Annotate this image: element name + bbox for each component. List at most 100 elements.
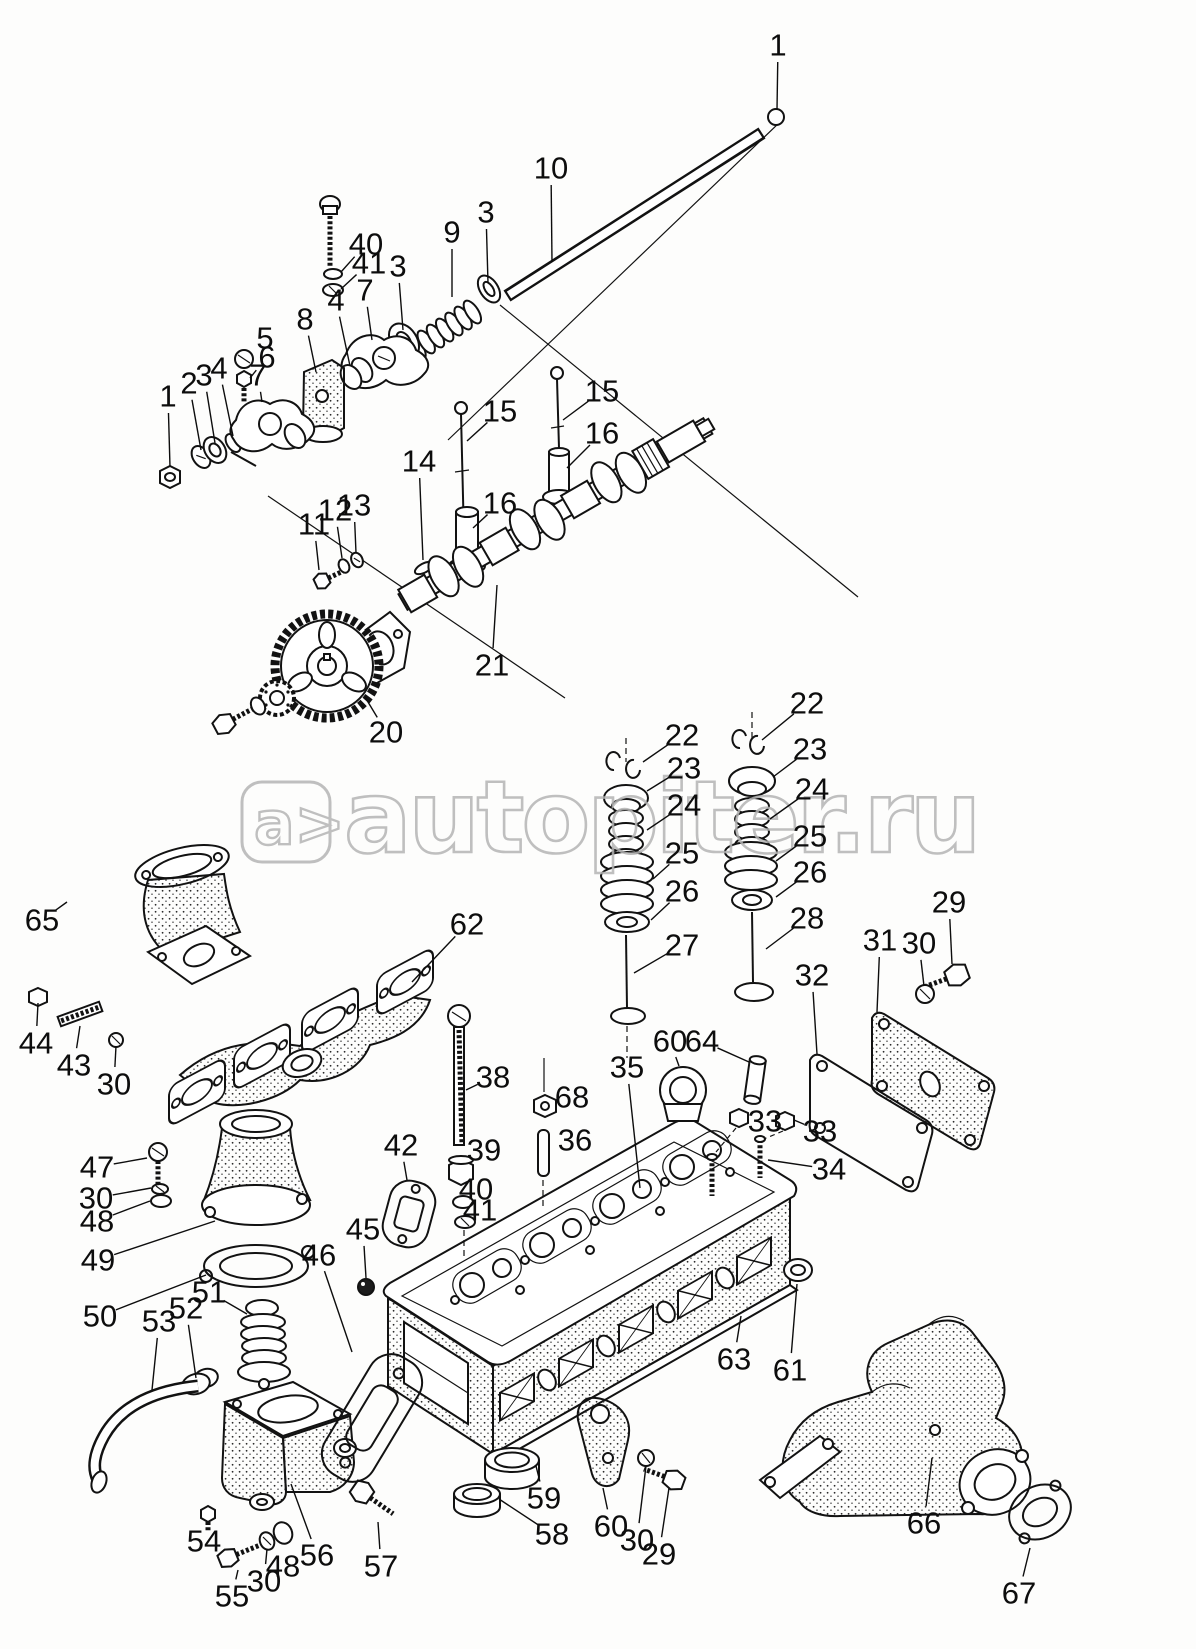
outer-spring-25 [724, 841, 778, 891]
leader-line-62 [411, 935, 456, 983]
callout-7: 7 [249, 358, 266, 393]
nut-39 [448, 1155, 474, 1187]
lifting-eye-60 [576, 1396, 631, 1487]
nut-33 [775, 1110, 795, 1132]
callout-13: 13 [337, 488, 371, 523]
check-ball-45 [357, 1278, 375, 1296]
callout-42: 42 [384, 1128, 418, 1163]
callout-30: 30 [247, 1564, 281, 1599]
leader-line-56 [290, 1483, 312, 1540]
leader-line-20 [364, 696, 378, 718]
leader-line-2 [191, 399, 202, 451]
leader-line-29 [660, 1487, 670, 1538]
callout-31: 31 [863, 923, 897, 958]
callout-62: 62 [450, 907, 484, 942]
exhaust-manifold-62 [168, 949, 434, 1125]
callout-1: 1 [769, 28, 786, 63]
leader-line-57 [377, 1521, 381, 1550]
callout-66: 66 [907, 1506, 941, 1541]
leader-line-28 [765, 927, 794, 950]
callout-22: 22 [790, 686, 824, 721]
valve-seat [669, 1154, 695, 1180]
callout-24: 24 [795, 772, 829, 807]
callout-35: 35 [610, 1050, 644, 1085]
side-cover-31 [870, 1011, 996, 1151]
callout-58: 58 [535, 1517, 569, 1552]
callout-36: 36 [558, 1123, 592, 1158]
callout-29: 29 [932, 885, 966, 920]
washer-3 [476, 274, 502, 304]
callout-56: 56 [300, 1538, 334, 1573]
callout-14: 14 [402, 444, 436, 479]
valve-seat [632, 1179, 652, 1199]
callout-60: 60 [653, 1024, 687, 1059]
ring-58 [453, 1483, 501, 1518]
washer-40 [452, 1195, 474, 1209]
valve-keeper-22 [605, 751, 621, 772]
leader-line-7 [259, 391, 263, 403]
water-pipe-53 [88, 1379, 199, 1494]
head-stud-34 [754, 1135, 766, 1178]
callout-59: 59 [527, 1481, 561, 1516]
callout-50: 50 [83, 1299, 117, 1334]
valve-27 [610, 934, 646, 1058]
spring-retainer-23 [603, 784, 649, 814]
leader-line-35 [628, 1083, 641, 1189]
washer-48 [150, 1194, 172, 1208]
leader-line-8 [307, 335, 317, 373]
callout-9: 9 [443, 215, 460, 250]
leader-line-4 [338, 316, 351, 367]
leader-line-12 [336, 526, 343, 559]
leader-line-11 [315, 540, 320, 571]
leader-line-38 [465, 1083, 478, 1091]
leader-line-49 [113, 1220, 216, 1256]
leader-line-1 [167, 412, 171, 468]
leader-line-14 [418, 477, 424, 561]
valve-seal-26 [731, 889, 773, 911]
elbow-flange [146, 924, 252, 986]
leader-line-31 [876, 956, 880, 1013]
leader-line-30 [114, 1045, 117, 1068]
leader-line-26 [775, 881, 797, 898]
leader-line-64 [717, 1047, 750, 1063]
leader-line-45 [363, 1245, 367, 1279]
leader-line-59 [535, 1465, 541, 1482]
leader-line-50 [115, 1274, 207, 1311]
spring-seat-26 [604, 911, 650, 933]
head-stud-set [357, 1004, 557, 1296]
callout-16: 16 [585, 416, 619, 451]
head-side-port [677, 1269, 713, 1321]
bolt-55 [216, 1542, 261, 1568]
callout-26: 26 [793, 855, 827, 890]
ball-end-1 [767, 108, 785, 126]
watermark-logo-box [240, 780, 332, 864]
manifold-end-flange [758, 1434, 842, 1500]
callout-4: 4 [327, 283, 344, 318]
callout-29: 29 [642, 1537, 676, 1572]
washer-12 [337, 558, 351, 574]
callout-25: 25 [793, 819, 827, 854]
callout-32: 32 [795, 958, 829, 993]
callout-49: 49 [81, 1243, 115, 1278]
leader-line-67 [1022, 1547, 1031, 1577]
callout-26: 26 [665, 874, 699, 909]
side-gasket-46 [320, 1353, 424, 1483]
leader-line-43 [75, 1025, 81, 1049]
leader-line-30 [920, 959, 925, 987]
bolt-47 [148, 1142, 168, 1184]
valve-keeper-22 [625, 758, 641, 779]
leader-line-25 [652, 863, 670, 880]
leader-line-30 [112, 1187, 152, 1196]
head-side-port [736, 1235, 772, 1287]
leader-line-47 [113, 1157, 148, 1165]
valve-keeper-22 [731, 729, 747, 750]
bolt-29 [643, 1466, 687, 1491]
callout-7: 7 [356, 273, 373, 308]
intake-manifold-66 [758, 1315, 1032, 1518]
water-outlet-49 [201, 1109, 312, 1226]
leader-line-55 [235, 1569, 239, 1580]
leader-line-15 [562, 400, 589, 421]
leader-line-30 [638, 1465, 647, 1524]
nut-1 [159, 464, 181, 490]
